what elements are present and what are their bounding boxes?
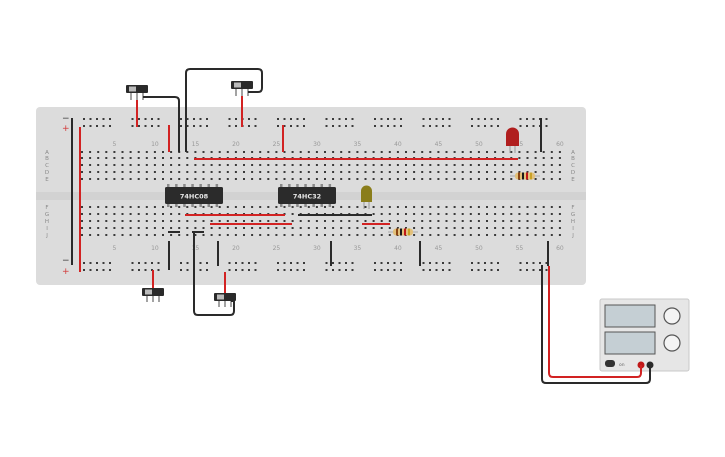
column-number: 60 — [556, 245, 564, 252]
chip-74hc08-label: 74HC08 — [180, 193, 209, 201]
wire-switch4-black[interactable] — [193, 232, 235, 316]
column-number: 35 — [354, 245, 362, 252]
power-switch[interactable] — [605, 360, 615, 367]
row-letter: B — [45, 156, 49, 162]
row-letter: H — [571, 219, 575, 225]
column-number: 30 — [313, 245, 321, 252]
column-number: 40 — [394, 141, 402, 148]
column-number: 20 — [232, 245, 240, 252]
row-letter: C — [45, 163, 49, 169]
column-number: 10 — [151, 245, 159, 252]
column-number: 15 — [192, 141, 200, 148]
rail-minus-bottom: − — [62, 256, 70, 266]
column-number: 55 — [516, 141, 524, 148]
slide-switch-2[interactable] — [231, 81, 253, 96]
row-letter: F — [45, 205, 48, 211]
column-number: 55 — [516, 245, 524, 252]
slide-switch-4[interactable] — [214, 293, 236, 307]
row-letter: A — [45, 150, 49, 156]
wire-switch1-black[interactable] — [143, 96, 180, 152]
column-number: 25 — [273, 141, 281, 148]
column-number: 45 — [435, 141, 443, 148]
wire-power-black[interactable] — [541, 265, 651, 384]
row-letter: G — [571, 212, 575, 218]
column-number: 15 — [192, 245, 200, 252]
slide-switch-3[interactable] — [142, 288, 164, 302]
column-number: 10 — [151, 141, 159, 148]
power-supply[interactable]: on — [599, 298, 690, 372]
row-letter: D — [45, 170, 49, 176]
resistor-top-right[interactable] — [510, 172, 540, 180]
row-letter: I — [572, 226, 574, 232]
wire-switch2-black[interactable] — [185, 68, 263, 152]
rail-minus-top: − — [62, 114, 70, 124]
resistor-bottom[interactable] — [388, 228, 418, 236]
column-numbers-top: 5 10 15 20 25 30 35 40 45 50 55 60 — [112, 141, 563, 148]
column-number: 35 — [354, 141, 362, 148]
row-letter: H — [45, 219, 49, 225]
column-number: 25 — [273, 245, 281, 252]
column-number: 20 — [232, 141, 240, 148]
led-red[interactable] — [506, 127, 519, 154]
row-letter: E — [571, 177, 575, 183]
power-supply-display-current — [604, 331, 656, 355]
row-letter: B — [571, 156, 575, 162]
led-yellow[interactable] — [361, 185, 372, 210]
wire-power-red[interactable] — [548, 266, 642, 378]
slide-switch-1[interactable] — [126, 85, 148, 100]
row-letter: C — [571, 163, 575, 169]
column-number: 60 — [556, 141, 564, 148]
chip-74hc32-label: 74HC32 — [293, 193, 321, 201]
column-number: 50 — [475, 245, 483, 252]
row-letter: G — [45, 212, 49, 218]
column-number: 30 — [313, 141, 321, 148]
column-number: 5 — [112, 245, 116, 252]
column-number: 5 — [112, 141, 116, 148]
rail-markers: + + — [62, 124, 70, 277]
rail-plus-top: + — [62, 124, 70, 134]
row-letter: A — [571, 150, 575, 156]
row-letter: D — [571, 170, 575, 176]
row-letter: J — [45, 233, 48, 239]
column-number: 40 — [394, 245, 402, 252]
power-switch-label: on — [619, 363, 625, 368]
rail-plus-bottom: + — [62, 267, 70, 277]
column-number: 45 — [435, 245, 443, 252]
row-letter: F — [571, 205, 574, 211]
row-letter: I — [46, 226, 48, 232]
row-letter: E — [45, 177, 49, 183]
current-knob[interactable] — [663, 334, 681, 352]
power-supply-display-voltage — [604, 304, 656, 328]
chip-pins — [167, 184, 332, 207]
chip-74hc32[interactable]: 74HC32 — [278, 187, 336, 204]
column-numbers-bottom: 5 10 15 20 25 30 35 40 45 50 55 60 — [112, 245, 563, 252]
rail-markers-minus: − − — [62, 114, 70, 266]
column-number: 50 — [475, 141, 483, 148]
chip-74hc08[interactable]: 74HC08 — [165, 187, 223, 204]
voltage-knob[interactable] — [663, 307, 681, 325]
row-letter: J — [571, 233, 574, 239]
